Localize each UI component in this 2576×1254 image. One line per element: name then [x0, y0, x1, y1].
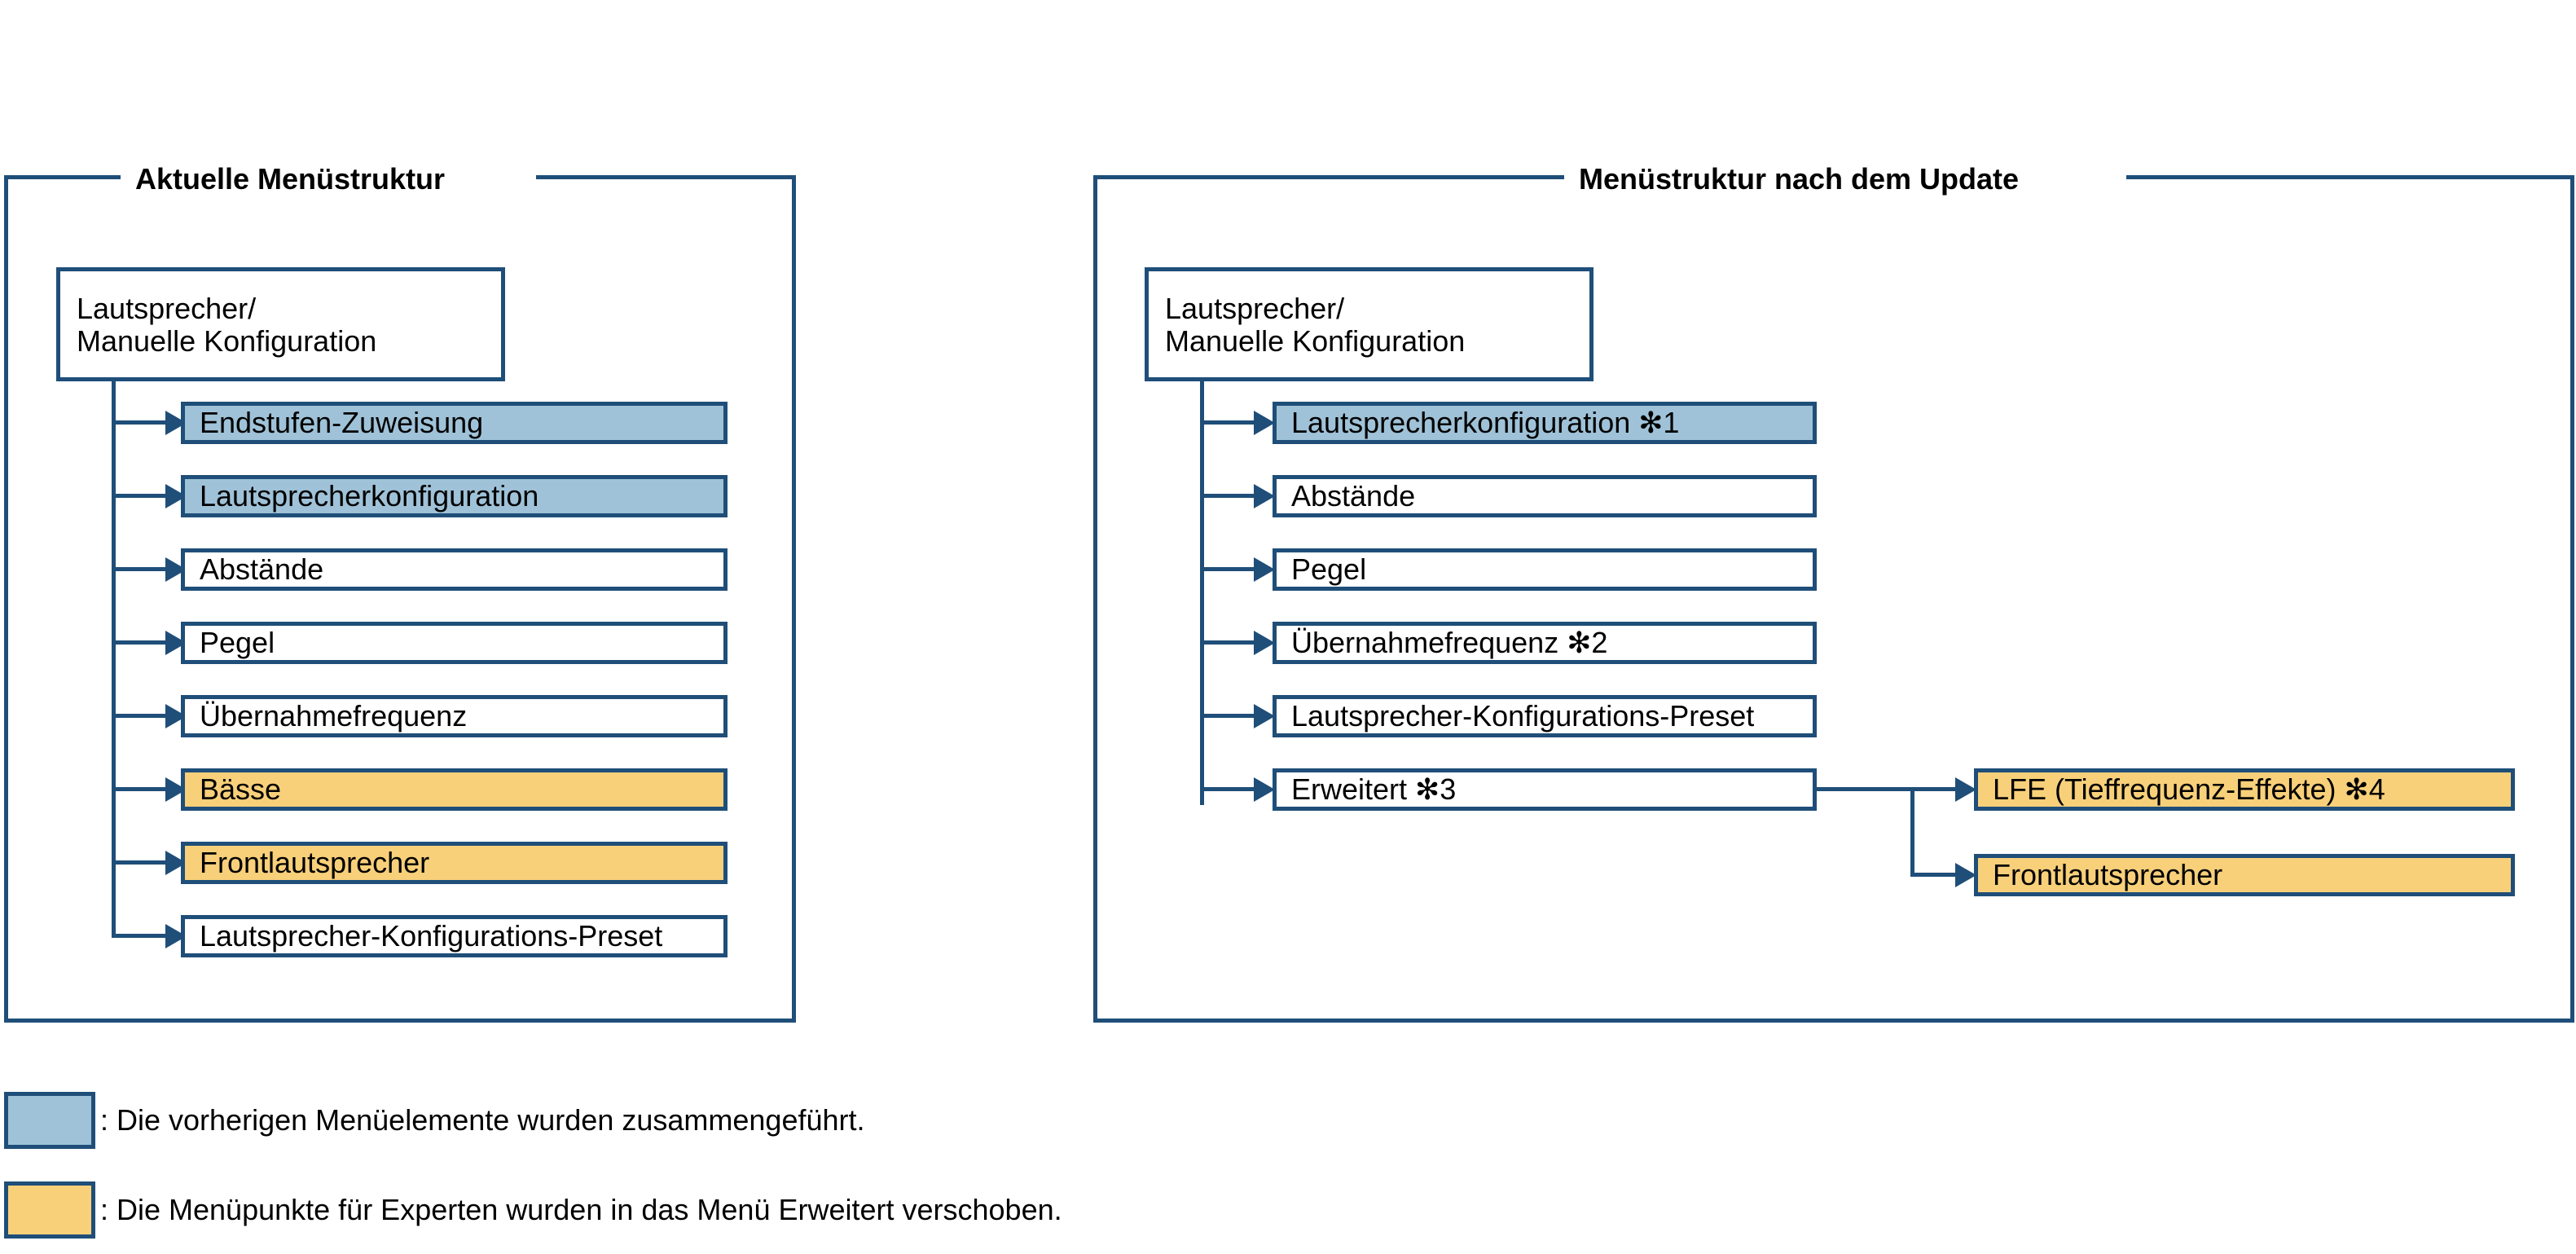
left-root-node[interactable]: Lautsprecher/ Manuelle Konfiguration	[56, 267, 505, 381]
left-item-label-3: Abstände	[200, 552, 324, 586]
erweitert-branch-stem	[1817, 787, 1914, 791]
left-item-label-6: Bässe	[200, 772, 282, 806]
right-panel-title: Menüstruktur nach dem Update	[1566, 165, 2033, 194]
erweitert-branch-to-lfe	[1910, 787, 1959, 791]
left-item-label-5: Übernahmefrequenz	[200, 698, 468, 733]
left-root-label-line1: Lautsprecher/	[77, 291, 257, 325]
right-sub-item-frontlautsprecher[interactable]: Frontlautsprecher	[1974, 854, 2515, 896]
legend-text-moved: : Die Menüpunkte für Experten wurden in …	[100, 1193, 1062, 1226]
right-item-label-3: Pegel	[1291, 552, 1367, 586]
right-sub-item-lfe[interactable]: LFE (Tieffrequenz-Effekte) ✻4	[1974, 768, 2515, 811]
right-item-label-5: Lautsprecher-Konfigurations-Preset	[1291, 698, 1755, 733]
left-item-uebernahmefrequenz[interactable]: Übernahmefrequenz	[181, 695, 728, 737]
right-connector-5	[1200, 714, 1257, 718]
right-item-lautsprecherkonfiguration[interactable]: Lautsprecherkonfiguration ✻1	[1273, 402, 1817, 444]
right-connector-2	[1200, 494, 1257, 498]
left-item-baesse[interactable]: Bässe	[181, 768, 728, 811]
right-root-label-line2: Manuelle Konfiguration	[1165, 324, 1466, 358]
left-panel-title: Aktuelle Menüstruktur	[122, 165, 459, 194]
left-connector-6	[112, 787, 169, 791]
left-connector-2	[112, 494, 169, 498]
right-arrowhead-5	[1254, 704, 1275, 728]
legend-swatch-merged	[4, 1092, 95, 1149]
left-tree-spine	[112, 381, 116, 935]
right-sub-item-label-1: LFE (Tieffrequenz-Effekte) ✻4	[1993, 772, 2385, 806]
right-item-label-2: Abstände	[1291, 478, 1416, 513]
right-sub-item-label-2: Frontlautsprecher	[1993, 857, 2223, 891]
right-item-label-1: Lautsprecherkonfiguration ✻1	[1291, 405, 1680, 439]
right-item-uebernahmefrequenz[interactable]: Übernahmefrequenz ✻2	[1273, 622, 1817, 664]
right-item-label-6: Erweitert ✻3	[1291, 772, 1457, 806]
right-arrowhead-2	[1254, 484, 1275, 508]
left-root-label: Lautsprecher/ Manuelle Konfiguration	[77, 291, 377, 359]
left-item-pegel[interactable]: Pegel	[181, 622, 728, 664]
right-item-lautsprecher-konfigurations-preset[interactable]: Lautsprecher-Konfigurations-Preset	[1273, 695, 1817, 737]
left-item-lautsprecher-konfigurations-preset[interactable]: Lautsprecher-Konfigurations-Preset	[181, 915, 728, 957]
left-connector-3	[112, 567, 169, 571]
right-item-abstaende[interactable]: Abstände	[1273, 475, 1817, 517]
left-item-label-8: Lautsprecher-Konfigurations-Preset	[200, 918, 663, 953]
right-item-erweitert[interactable]: Erweitert ✻3	[1273, 768, 1817, 811]
sub-arrowhead-2	[1955, 863, 1976, 887]
right-connector-4	[1200, 640, 1257, 645]
right-arrowhead-1	[1254, 411, 1275, 435]
right-arrowhead-6	[1254, 777, 1275, 802]
right-root-label: Lautsprecher/ Manuelle Konfiguration	[1165, 291, 1466, 359]
right-arrowhead-3	[1254, 557, 1275, 582]
left-connector-4	[112, 640, 169, 645]
left-item-lautsprecherkonfiguration[interactable]: Lautsprecherkonfiguration	[181, 475, 728, 517]
right-connector-3	[1200, 567, 1257, 571]
right-connector-6	[1200, 787, 1257, 791]
left-item-label-4: Pegel	[200, 625, 275, 659]
left-connector-5	[112, 714, 169, 718]
left-item-label-7: Frontlautsprecher	[200, 845, 430, 879]
legend-swatch-moved	[4, 1181, 95, 1239]
left-item-frontlautsprecher[interactable]: Frontlautsprecher	[181, 842, 728, 884]
sub-arrowhead-1	[1955, 777, 1976, 802]
right-connector-1	[1200, 420, 1257, 425]
left-item-abstaende[interactable]: Abstände	[181, 548, 728, 591]
legend-row-moved: : Die Menüpunkte für Experten wurden in …	[4, 1181, 1062, 1239]
legend-row-merged: : Die vorherigen Menüelemente wurden zus…	[4, 1092, 865, 1149]
erweitert-branch-to-front	[1910, 873, 1959, 877]
right-item-pegel[interactable]: Pegel	[1273, 548, 1817, 591]
left-connector-1	[112, 420, 169, 425]
left-connector-8	[112, 934, 169, 938]
left-item-label-1: Endstufen-Zuweisung	[200, 405, 484, 439]
legend-text-merged: : Die vorherigen Menüelemente wurden zus…	[100, 1103, 865, 1137]
right-arrowhead-4	[1254, 631, 1275, 655]
left-item-endstufen-zuweisung[interactable]: Endstufen-Zuweisung	[181, 402, 728, 444]
right-tree-spine	[1200, 381, 1204, 805]
right-root-label-line1: Lautsprecher/	[1165, 291, 1345, 325]
erweitert-branch-spine	[1910, 787, 1914, 877]
left-connector-7	[112, 860, 169, 865]
left-item-label-2: Lautsprecherkonfiguration	[200, 478, 539, 513]
right-root-node[interactable]: Lautsprecher/ Manuelle Konfiguration	[1145, 267, 1594, 381]
left-root-label-line2: Manuelle Konfiguration	[77, 324, 377, 358]
right-item-label-4: Übernahmefrequenz ✻2	[1291, 625, 1608, 659]
